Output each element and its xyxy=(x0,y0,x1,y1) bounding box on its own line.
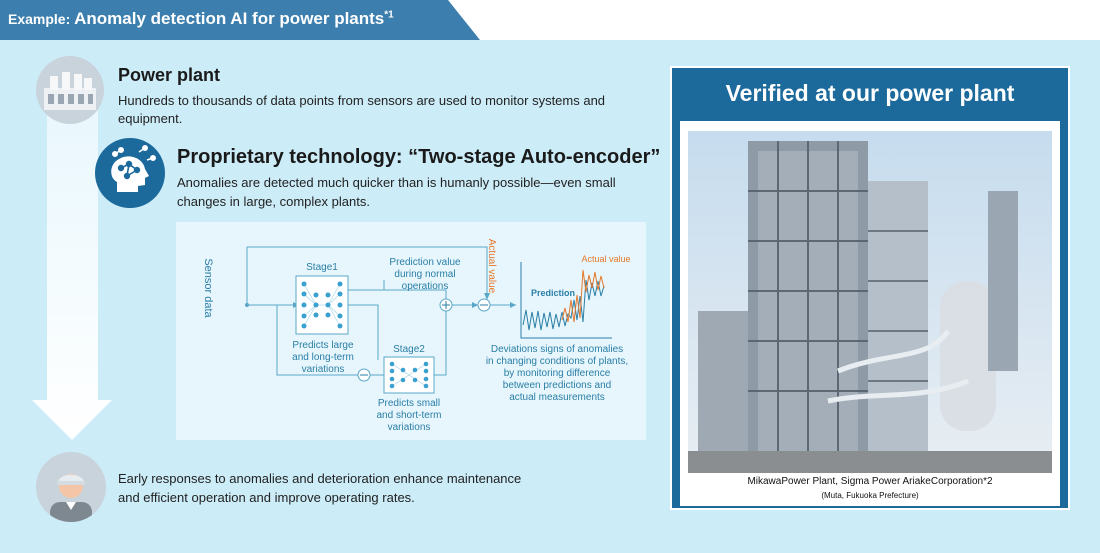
actual-value-vertical: Actual value xyxy=(486,238,497,294)
stage1-desc-3: variations xyxy=(301,364,345,375)
technology-line2: changes in large, complex plants. xyxy=(177,194,370,209)
sensor-data-label: Sensor data xyxy=(202,258,214,318)
banner-prefix: Example: xyxy=(8,11,75,27)
stage2-label: Stage2 xyxy=(393,344,425,355)
banner-title: Anomaly detection AI for power plants xyxy=(74,9,385,28)
worker-icon xyxy=(36,452,106,522)
factory-icon xyxy=(36,56,104,124)
photo-caption: MikawaPower Plant, Sigma Power AriakeCor… xyxy=(747,476,993,487)
photo-caption-sub: (Muta, Fukuoka Prefecture) xyxy=(821,491,919,500)
neural-network-icon xyxy=(295,275,349,335)
ai-head-icon xyxy=(95,138,165,208)
deviation-text-3: by monitoring difference xyxy=(503,368,611,379)
mini-chart-prediction-label: Prediction xyxy=(530,288,575,298)
deviation-text-4: between predictions and xyxy=(502,380,612,391)
mini-chart-actual-label: Actual value xyxy=(581,254,631,264)
stage1-label: Stage1 xyxy=(306,262,338,273)
flow-arrow xyxy=(32,95,112,440)
stage1-desc-1: Predicts large xyxy=(292,340,354,351)
banner-footnote: *1 xyxy=(384,9,394,21)
autoencoder-diagram xyxy=(176,222,646,440)
deviation-text-2: in changing conditions of plants, xyxy=(485,356,629,367)
outcome-line2: and efficient operation and improve oper… xyxy=(118,490,415,505)
mini-chart xyxy=(520,262,612,339)
technology-heading: Proprietary technology: “Two-stage Auto-… xyxy=(177,146,661,168)
power-plant-photo xyxy=(688,131,1052,473)
banner-text: Example: Anomaly detection AI for power … xyxy=(8,9,394,29)
outcome-line1: Early responses to anomalies and deterio… xyxy=(118,471,522,486)
technology-line1: Anomalies are detected much quicker than… xyxy=(177,175,616,190)
stage2-desc-2: and short-term xyxy=(376,410,442,421)
stage1-desc-2: and long-term xyxy=(292,352,354,363)
power-plant-line1: Hundreds to thousands of data points fro… xyxy=(118,93,606,108)
deviation-text-1: Deviations signs of anomalies xyxy=(490,344,624,355)
verified-panel: Verified at our power plant xyxy=(670,66,1070,510)
prediction-value-3: operations xyxy=(401,281,449,292)
stage2-desc-1: Predicts small xyxy=(377,398,441,409)
power-plant-line2: equipment. xyxy=(118,111,183,126)
stage2-desc-3: variations xyxy=(387,422,431,433)
prediction-value-1: Prediction value xyxy=(389,257,461,268)
photo-frame: MikawaPower Plant, Sigma Power AriakeCor… xyxy=(680,121,1060,506)
title-banner xyxy=(0,0,480,40)
verified-title: Verified at our power plant xyxy=(725,80,1015,106)
neural-network-icon-stage2 xyxy=(383,356,435,394)
power-plant-heading: Power plant xyxy=(118,65,221,85)
prediction-value-2: during normal xyxy=(394,269,456,280)
deviation-text-5: actual measurements xyxy=(509,392,605,403)
